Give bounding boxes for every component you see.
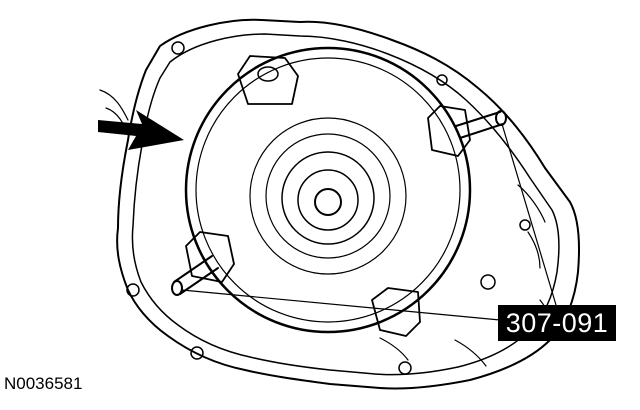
bolt-hole <box>519 219 531 231</box>
mounting-pad-right <box>427 105 471 157</box>
mounting-pad-left <box>185 231 235 283</box>
housing-outline <box>116 18 581 390</box>
figure-id: N0036581 <box>4 374 83 393</box>
stud-tip <box>171 280 183 296</box>
bolt-hole <box>436 74 448 86</box>
mounting-pad-top <box>237 55 299 105</box>
alignment-stud-left <box>173 255 219 295</box>
bolt-hole <box>190 346 204 360</box>
alignment-stud-right <box>455 111 504 139</box>
converter-hub <box>297 169 359 231</box>
converter-rim-inner <box>195 57 461 323</box>
callout-leader <box>501 123 557 306</box>
converter-ring <box>265 133 391 259</box>
bolt-hole <box>480 274 496 290</box>
pad-stud-hole <box>257 66 279 82</box>
stud-tip <box>495 110 507 126</box>
converter-pilot <box>314 188 342 216</box>
converter-ring <box>249 117 407 275</box>
arrow-right-icon <box>98 110 184 150</box>
bolt-hole <box>171 41 185 55</box>
tool-callout-label: 307-091 <box>498 305 616 341</box>
bolt-hole <box>126 283 140 297</box>
mounting-pad-bottom <box>371 287 421 337</box>
converter-ring <box>281 151 375 245</box>
callout-leader <box>181 289 501 321</box>
bolt-hole <box>398 361 412 375</box>
housing-rib <box>99 89 553 367</box>
converter-rim <box>184 46 472 334</box>
housing-flange <box>131 33 560 376</box>
